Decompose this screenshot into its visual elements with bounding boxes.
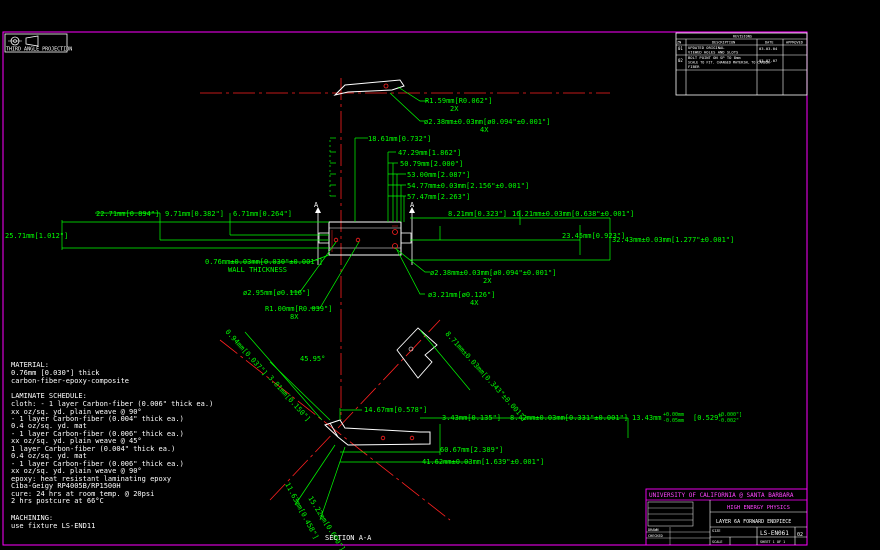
section-profile [324, 419, 431, 446]
dim-1343-tol-minus: -0.05mm [663, 418, 684, 424]
dim-r100: R1.00mm[R0.039"] [265, 305, 332, 313]
section-mark-right: A [410, 201, 415, 209]
dim-671: 6.71mm[0.264"] [233, 210, 292, 218]
notes-laminate-13: cure: 24 hrs at room temp. @ 20psi [11, 490, 154, 498]
dim-1343-inch: [0.529" [693, 414, 723, 422]
dim-dia321-qty: 4X [470, 299, 479, 307]
title-scale: SCALE [712, 540, 723, 544]
rev-row2-desc: BOLT POINT ON SP TO 8mm [688, 55, 741, 60]
rev-row1-date: 03-03-04 [759, 46, 778, 51]
notes-laminate-3: - 1 layer Carbon-fiber (0.004" thick ea.… [11, 415, 184, 423]
notes-laminate-5: - 1 layer Carbon-fiber (0.006" thick ea.… [11, 430, 184, 438]
notes-laminate-12: Ciba-Geigy RP4005B/RP1500H [11, 482, 121, 490]
dim-dia238: ø2.38mm±0.03mm[ø0.094"±0.001"] [424, 118, 550, 126]
section-view [219, 319, 629, 521]
notes-material-title: MATERIAL: [11, 361, 49, 369]
notes-laminate-6: xx oz/sq. yd. plain weave @ 45° [11, 437, 142, 445]
revision-block: REVISIONS ZN DESCRIPTION DATE APPROVED 0… [675, 32, 808, 96]
title-checked: CHECKED [648, 534, 663, 538]
dim-1343: 13.43mm [632, 414, 662, 422]
title-drawn-by: DRAWN [648, 528, 659, 532]
dim-1621: 16.21mm±0.03mm[0.638"±0.001"] [512, 210, 634, 218]
title-block: UNIVERSITY OF CALIFORNIA @ SANTA BARBARA… [645, 488, 808, 546]
top-lug [333, 79, 405, 96]
notes-laminate-8: 0.4 oz/sq. yd. mat [11, 452, 87, 460]
dim-343: 3.43mm[0.135"] [442, 414, 501, 422]
dim-6067: 60.67mm[2.389"] [440, 446, 503, 454]
dim-4162: 41.62mm±0.03mm[1.639"±0.001"] [422, 458, 544, 466]
notes-laminate-11: epoxy: heat resistant laminating epoxy [11, 475, 171, 483]
dim-3243: 32.43mm±0.03mm[1.277"±0.001"] [612, 236, 734, 244]
dim-1343-inch-minus: -0.002" [718, 418, 739, 424]
rev-row1-desc: UPDATED ORIGINAL [688, 45, 725, 50]
revision-header: REVISIONS [733, 35, 752, 39]
dim-1467: 14.67mm[0.578"] [364, 406, 427, 414]
top-view: A A [61, 78, 611, 420]
notes-material-2: carbon-fiber-epoxy-composite [11, 377, 129, 385]
notes-laminate-9: - 1 layer Carbon-fiber (0.006" thick ea.… [11, 460, 184, 468]
rev-row2-desc3: FIBER [688, 64, 700, 69]
rev-col-desc: DESCRIPTION [712, 41, 735, 45]
dim-971: 9.71mm[0.382"] [165, 210, 224, 218]
logo-caption: THIRD ANGLE PROJECTION [6, 47, 72, 53]
dim-r159: R1.59mm[R0.062"] [425, 97, 492, 105]
notes-laminate-1: cloth: - 1 layer Carbon-fiber (0.006" th… [11, 400, 213, 408]
dim-842: 8.42mm±0.03mm[0.331"±0.001"] [510, 414, 628, 422]
section-mark-left: A [314, 201, 319, 209]
dim-dia238-qty: 4X [480, 126, 489, 134]
notes-laminate-7: 1 layer Carbon-fiber (0.004" thick ea.) [11, 445, 175, 453]
dim-4729: 47.29mm[1.862"] [398, 149, 461, 157]
title-university: UNIVERSITY OF CALIFORNIA @ SANTA BARBARA [649, 492, 794, 499]
title-size-label: SIZE [712, 529, 720, 533]
dim-r100-qty: 8X [290, 313, 299, 321]
dim-1861: 18.61mm[0.732"] [368, 135, 431, 143]
notes-laminate-2: xx oz/sq. yd. plain weave @ 90° [11, 408, 142, 416]
dim-2571: 25.71mm[1.012"] [5, 232, 68, 240]
detail-inset [396, 327, 438, 379]
rev-row1-zone: 01 [678, 46, 683, 51]
dim-5477: 54.77mm±0.03mm[2.156"±0.001"] [407, 182, 529, 190]
dim-2271: 22.71mm[0.894"] [96, 210, 159, 218]
notes-laminate-title: LAMINATE SCHEDULE: [11, 392, 87, 400]
dim-5747: 57.47mm[2.263"] [407, 193, 470, 201]
notes-laminate-14: 2 hrs postcure at 66°C [11, 497, 104, 505]
rev-row2-date: 03-07-07 [759, 58, 777, 63]
rev-row2-desc2: SCALE TO FIT. CHANGED MATERIAL TO CARBON… [688, 61, 772, 65]
dim-1343-tol-plus: +0.00mm [663, 412, 684, 418]
title-dept: HIGH ENERGY PHYSICS [727, 505, 790, 511]
title-part-name: LAYER 6A FORWARD ENDPIECE [716, 519, 791, 525]
rev-col-approved: APPROVED [786, 41, 803, 45]
dim-dia321: ø3.21mm[ø0.126"] [428, 291, 495, 299]
dim-821: 8.21mm[0.323"] [448, 210, 507, 218]
dim-dia238-b: ø2.38mm±0.03mm[ø0.094"±0.001"] [430, 269, 556, 277]
notes-block: MATERIAL: 0.76mm [0.030"] thick carbon-f… [11, 361, 213, 530]
notes-laminate-10: xx oz/sq. yd. plain weave @ 90° [11, 467, 142, 475]
dim-dia238-b-qty: 2X [483, 277, 492, 285]
rev-col-date: DATE [765, 41, 773, 45]
dim-5300: 53.00mm[2.087"] [407, 171, 470, 179]
notes-machining-title: MACHINING: [11, 514, 53, 522]
notes-laminate-4: 0.4 oz/sq. yd. mat [11, 422, 87, 430]
title-sheet-of: SHEET 1 OF 1 [760, 540, 785, 544]
title-drawing-no: LS-EN061 [760, 530, 789, 537]
rev-row1-desc2: VIEWED HOLES AND SLOTS [688, 50, 739, 55]
drawing-border [2, 31, 808, 546]
notes-machining-1: use fixture LS-END11 [11, 522, 95, 530]
dim-wall-label: WALL THICKNESS [228, 266, 287, 274]
dim-wall: 0.76mm±0.03mm[0.030"±0.001"] [205, 258, 323, 266]
dim-r159-qty: 2X [450, 105, 459, 113]
dim-dia295: ø2.95mm[ø0.116"] [243, 289, 310, 297]
rev-col-zone: ZN [677, 41, 681, 45]
projection-logo: THIRD ANGLE PROJECTION [4, 33, 72, 53]
section-label: SECTION A-A [325, 534, 372, 542]
dim-1343-inch-plus: +0.000"] [718, 412, 742, 418]
dim-4595deg: 45.95° [300, 355, 325, 363]
dim-2345: 23.45mm[0.923"] [562, 232, 625, 240]
notes-material-1: 0.76mm [0.030"] thick [11, 369, 100, 377]
rev-row2-zone: 02 [678, 58, 683, 63]
dim-5079: 50.79mm[2.000"] [400, 160, 463, 168]
title-rev: 02 [797, 532, 803, 538]
